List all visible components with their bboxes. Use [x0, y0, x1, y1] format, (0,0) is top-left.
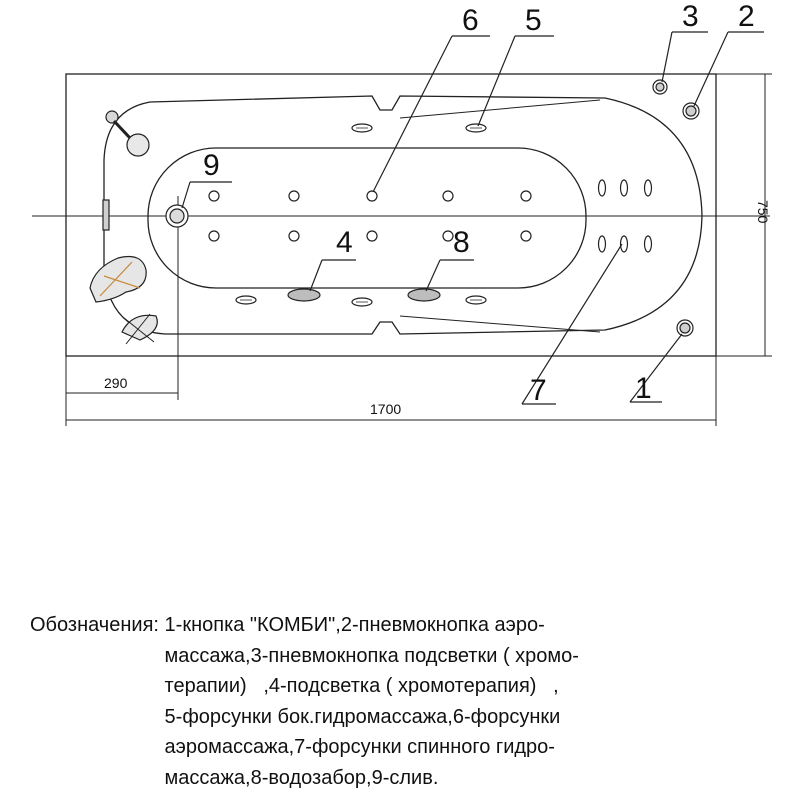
callout-number: 5: [525, 4, 542, 37]
callout-number: 1: [635, 372, 652, 405]
legend-line: 1-кнопка "КОМБИ",2-пневмокнопка аэро-: [164, 614, 545, 636]
legend-line: массажа,3-пневмокнопка подсветки ( хромо…: [164, 644, 579, 667]
callout-number: 9: [203, 149, 220, 182]
back-hydro-jet: [619, 235, 629, 253]
aero-jet: [288, 190, 300, 202]
aero-jet: [520, 230, 532, 242]
dim-750-label: 750: [755, 200, 771, 224]
drain-icon: [165, 204, 189, 228]
callout-labels: 1 2 3 4 5 6 7 8 9: [203, 0, 755, 407]
back-hydro-jet: [643, 179, 653, 197]
legend-line: терапии) ,4-подсветка ( хромотерапия) ,: [164, 675, 559, 697]
basin-bottom: [147, 147, 587, 289]
basin-outer: [103, 95, 703, 335]
callout-leader: [693, 31, 764, 107]
button-3-light: [652, 79, 668, 95]
button-1-combi: [676, 319, 694, 337]
dim-290-label: 290: [104, 375, 128, 391]
callout-leader: [477, 35, 554, 127]
back-hydro-jet: [597, 179, 607, 197]
aero-jet: [288, 230, 300, 242]
mixer-knob: [121, 313, 158, 345]
contour-top: [399, 99, 601, 119]
callout-leader: [425, 259, 474, 292]
overflow-slot: [102, 199, 110, 231]
contour-bottom: [399, 315, 601, 333]
callout-leader: [181, 181, 232, 209]
callout-number: 8: [453, 226, 470, 259]
aero-jet: [208, 230, 220, 242]
side-hydro-jet: [351, 123, 373, 133]
callout-leader: [521, 243, 623, 405]
legend: Обозначения: 1-кнопка "КОМБИ",2-пневмокн…: [30, 610, 790, 793]
legend-line: 5-форсунки бок.гидромассажа,6-форсунки: [164, 705, 561, 728]
legend-lines: 1-кнопка "КОМБИ",2-пневмокнопка аэро- ма…: [165, 610, 579, 793]
legend-line: массажа,8-водозабор,9-слив.: [164, 766, 439, 789]
legend-label: Обозначения:: [30, 614, 159, 636]
side-hydro-jet: [465, 295, 487, 305]
faucet-handle: [105, 110, 150, 157]
callout-number: 7: [530, 374, 547, 407]
callout-leader: [629, 333, 683, 403]
jets-layer: [208, 123, 653, 307]
callout-leader: [309, 259, 356, 292]
aero-jet: [366, 190, 378, 202]
side-hydro-jet: [235, 295, 257, 305]
water-intake-icon: [407, 288, 441, 302]
side-hydro-jet: [351, 297, 373, 307]
callout-leader: [661, 31, 708, 83]
legend-line: аэромассажа,7-форсунки спинного гидро-: [164, 736, 555, 758]
callout-number: 2: [738, 0, 755, 33]
callout-number: 4: [336, 226, 353, 259]
callout-leader: [372, 35, 490, 193]
aero-jet: [208, 190, 220, 202]
faucet-spout: [89, 255, 147, 303]
callout-leaders: [181, 31, 764, 405]
chromotherapy-light-icon: [287, 288, 321, 302]
back-hydro-jet: [643, 235, 653, 253]
aero-jet: [442, 230, 454, 242]
bathtub-diagram: 1 2 3 4 5 6 7 8 9 1700 290 750: [32, 0, 772, 426]
tub-outline: [65, 73, 717, 357]
aero-jet: [520, 190, 532, 202]
callout-number: 6: [462, 4, 479, 37]
button-2-aeromassage: [682, 102, 700, 120]
back-hydro-jet: [619, 179, 629, 197]
side-hydro-jet: [465, 123, 487, 133]
callout-number: 3: [682, 0, 699, 33]
dim-1700-label: 1700: [370, 401, 401, 417]
aero-jet: [442, 190, 454, 202]
aero-jet: [366, 230, 378, 242]
back-hydro-jet: [597, 235, 607, 253]
